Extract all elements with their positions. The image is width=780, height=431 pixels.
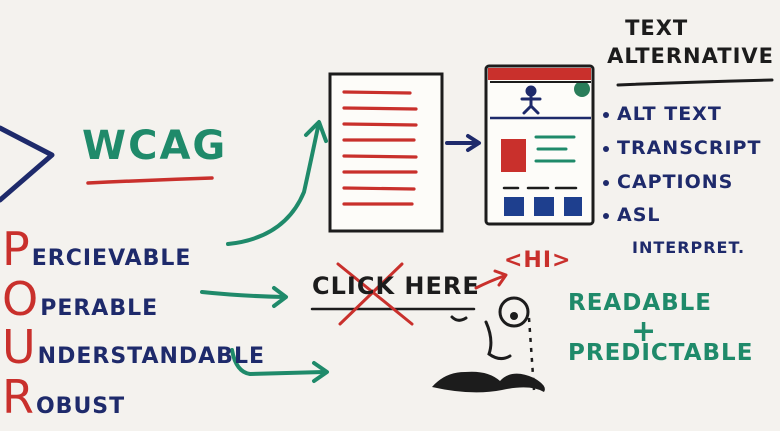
bullet-icon: [603, 179, 609, 186]
mustache-icon: [432, 371, 545, 393]
understandable-arrowhead: [312, 361, 329, 383]
pour-letter: R: [2, 370, 34, 424]
hi-tag-arrow: [474, 274, 506, 290]
wcag-title: WCAG: [82, 123, 228, 169]
pour-item-robust: ROBUST: [2, 370, 125, 424]
alt-list-item: ALT TEXT: [603, 103, 722, 125]
perceivable-arrow: [226, 125, 320, 246]
heading-line: ALTERNATIVE: [607, 44, 774, 68]
pour-word: ERCIEVABLE: [31, 246, 192, 271]
cross-out-icon: [336, 262, 414, 326]
bullet-icon: [603, 212, 609, 219]
pour-word: PERABLE: [40, 296, 159, 321]
pour-letter: P: [2, 222, 30, 276]
pour-letter: O: [2, 272, 39, 326]
understandable-arrow: [230, 348, 326, 377]
chevron-arrow-icon: [0, 125, 55, 203]
perceivable-arrowhead: [304, 120, 328, 143]
wcag-underline: [86, 176, 214, 185]
nose-icon: [484, 320, 512, 361]
pour-word: NDERSTANDABLE: [37, 344, 265, 369]
pour-item-understandable: UNDERSTANDABLE: [2, 320, 265, 374]
alt-list-item: CAPTIONS: [603, 171, 733, 193]
bullet-icon: [603, 111, 609, 118]
pour-letter: U: [2, 320, 36, 374]
face-drawing: [432, 296, 545, 393]
alt-item-continuation: INTERPRET.: [632, 238, 746, 257]
phone-page-icon: [484, 64, 595, 226]
predictable-text: PREDICTABLE: [568, 340, 754, 366]
document-to-phone-arrowhead: [466, 134, 481, 152]
pour-item-perceivable: PERCIEVABLE: [2, 222, 191, 276]
alt-item-label: ALT TEXT: [617, 103, 722, 125]
alt-item-label: CAPTIONS: [617, 171, 734, 193]
pour-word: OBUST: [35, 394, 126, 419]
text-alternative-heading: TEXT ALTERNATIVE: [607, 14, 774, 70]
hi-tag-text: <HI>: [504, 248, 572, 273]
operable-arrow: [200, 290, 286, 299]
click-here-text: CLICK HERE: [312, 272, 480, 300]
hi-tag-arrowhead: [493, 269, 508, 287]
readable-text: READABLE: [568, 290, 713, 316]
plus-sign: +: [631, 314, 658, 349]
text-alternative-underline: [616, 78, 774, 87]
bullet-icon: [603, 145, 609, 152]
alt-list-item: ASL: [603, 204, 661, 226]
alt-item-label: TRANSCRIPT: [617, 137, 762, 159]
pour-item-operable: OPERABLE: [2, 272, 158, 326]
alt-item-label: ASL: [617, 204, 661, 226]
document-icon: [328, 72, 444, 233]
monocle-icon: [498, 296, 530, 328]
operable-arrowhead: [272, 286, 288, 308]
alt-list-item: TRANSCRIPT: [603, 137, 761, 159]
heading-line: TEXT: [625, 16, 689, 40]
